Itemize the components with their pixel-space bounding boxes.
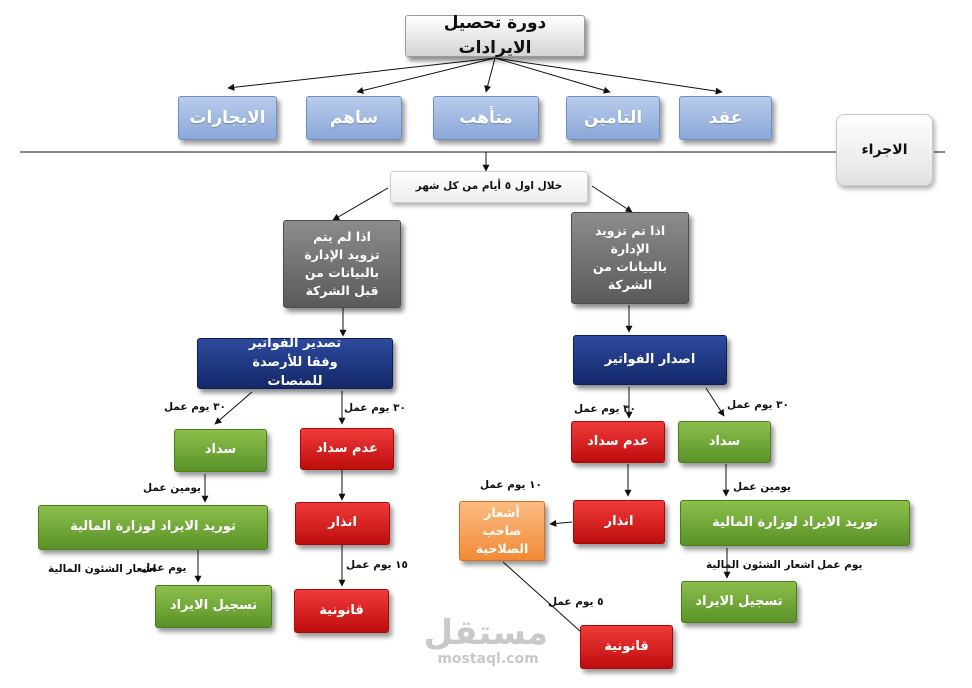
right-owner-notify: أشعار صاحب الصلاحية <box>459 501 545 561</box>
condition-data-provided: اذا تم تزويد الإدارة بالبيانات من الشركة <box>571 212 689 304</box>
watermark-latin: mostaql.com <box>437 651 539 667</box>
source-sahem: ساهم <box>306 96 402 140</box>
issue-invoices-left: تصدير الفواتير وفقا للأرصدة للمنصات <box>197 336 393 389</box>
left-unpaid: عدم سداد <box>300 428 394 470</box>
left-legal: قانونية <box>294 589 389 633</box>
left-supply-ministry: توريد الايراد لوزارة المالية <box>38 505 268 550</box>
left-warning: انذار <box>295 502 390 545</box>
right-owner-days: ١٠ يوم عمل <box>480 479 542 491</box>
source-rentals: الايجارات <box>178 96 277 140</box>
source-contract: عقد <box>679 96 772 140</box>
condition-data-not-provided: اذا لم يتم تزويد الإدارة بالبيانات من قب… <box>283 220 401 308</box>
right-legal-days: ٥ يوم عمل <box>548 596 604 608</box>
left-supply-days: يومين عمل <box>143 482 202 494</box>
right-unpaid-days: ٣٠ يوم عمل <box>574 403 636 415</box>
source-insurance: التامين <box>566 96 660 140</box>
left-record-revenue: تسجيل الايراد <box>155 585 272 628</box>
right-notify-finance: اشعار الشئون المالية <box>706 559 815 571</box>
right-paid-days: ٣٠ يوم عمل <box>727 399 789 411</box>
right-unpaid: عدم سداد <box>571 421 665 463</box>
mostaql-watermark: مستقل mostaql.com <box>423 613 548 667</box>
left-notify-days: يوم عمل <box>141 562 187 574</box>
timing-note: خلال اول ٥ أيام من كل شهر <box>390 171 588 203</box>
right-paid: سداد <box>678 421 771 463</box>
issue-invoices-right: اصدار الفواتير <box>573 335 727 385</box>
diagram-title: دورة تحصيل الايرادات <box>405 13 585 58</box>
right-record-revenue: تسجيل الايراد <box>681 581 797 623</box>
watermark-arabic: مستقل <box>423 613 548 653</box>
left-legal-days: ١٥ يوم عمل <box>346 559 408 571</box>
right-legal: قانونية <box>580 625 673 669</box>
right-supply-days: يومين عمل <box>733 481 792 493</box>
right-notify-days: يوم عمل <box>817 559 863 571</box>
left-paid-days: ٣٠ يوم عمل <box>164 401 226 413</box>
right-warning: انذار <box>573 500 665 544</box>
left-unpaid-days: ٣٠ يوم عمل <box>344 402 406 414</box>
right-supply-ministry: توريد الايراد لوزارة المالية <box>680 500 910 546</box>
source-motaahb: متأهب <box>433 96 539 140</box>
procedure-label: الاجراء <box>836 114 933 186</box>
left-paid: سداد <box>174 429 267 472</box>
left-notify-finance: اشعار الشئون المالية <box>48 563 157 575</box>
